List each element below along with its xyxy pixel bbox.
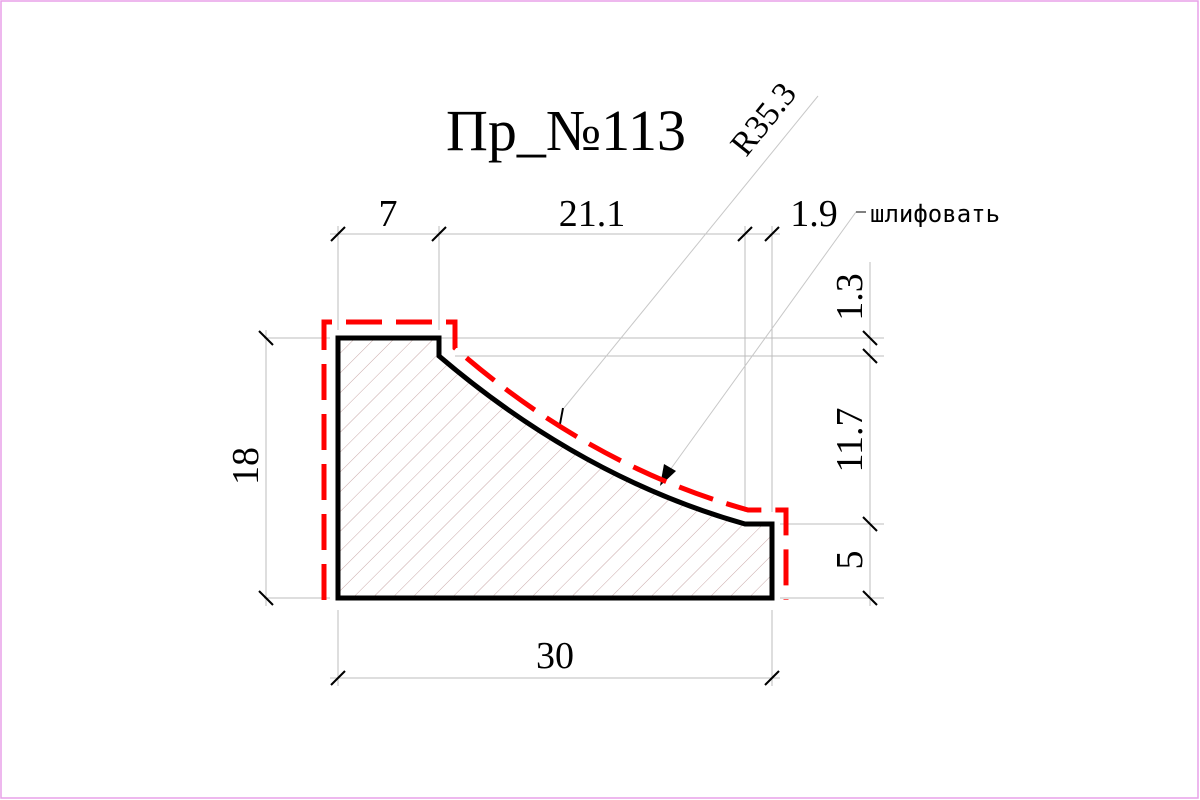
profile-section <box>335 335 775 601</box>
grinding-note: шлифовать <box>870 200 1000 228</box>
dim-top-left: 7 <box>379 193 398 235</box>
radius-label: R35.3 <box>724 76 804 163</box>
dimension-lines <box>265 233 871 679</box>
dim-right-upper: 1.3 <box>829 273 871 321</box>
dimension-ticks <box>258 226 878 686</box>
extension-lines <box>264 226 884 686</box>
dim-bottom-width: 30 <box>536 635 574 677</box>
dim-right-middle: 11.7 <box>829 407 871 472</box>
radius-leader <box>563 95 819 409</box>
radius-leader-tick <box>559 407 564 425</box>
dim-right-lower: 5 <box>829 551 871 570</box>
dim-left-height: 18 <box>225 447 267 485</box>
drawing-title: Пр_№113 <box>446 98 686 163</box>
dim-top-right: 1.9 <box>790 193 838 235</box>
dim-top-middle: 21.1 <box>559 193 626 235</box>
